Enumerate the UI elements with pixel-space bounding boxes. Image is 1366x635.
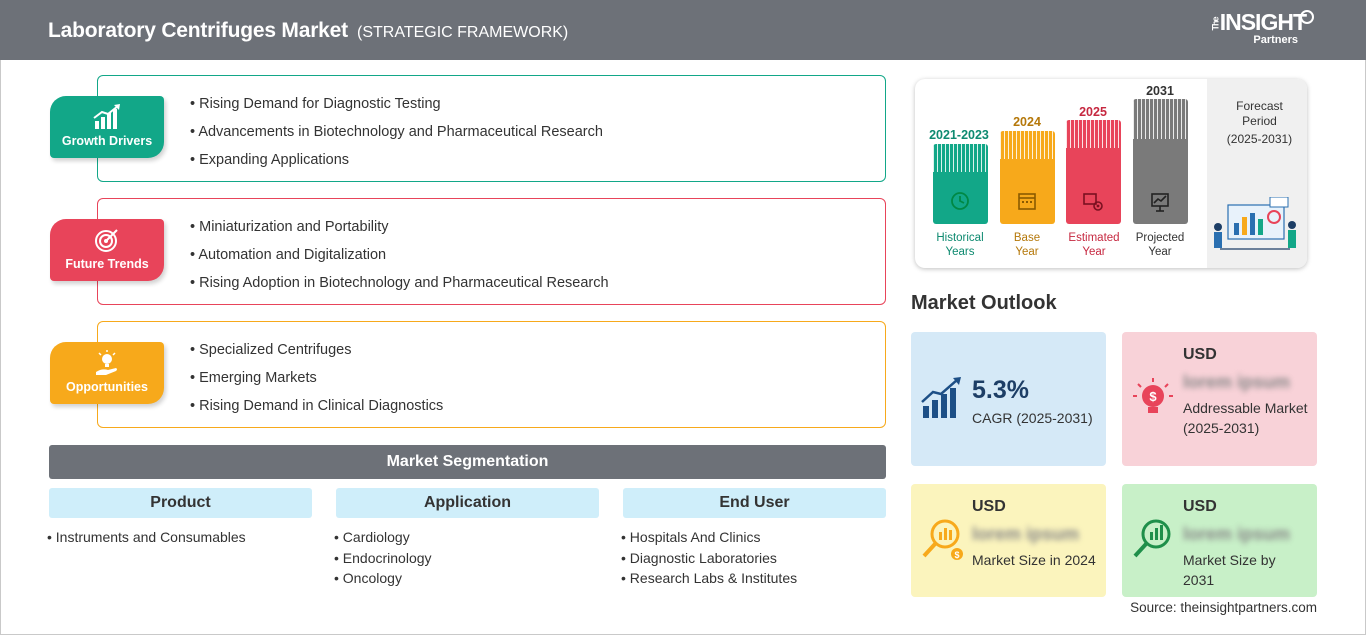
clock-history-icon: [951, 192, 969, 210]
page-title: Laboratory Centrifuges Market: [48, 19, 348, 42]
opportunities-badge: Opportunities: [50, 342, 164, 404]
future-trends-label: Future Trends: [65, 257, 149, 271]
cagr-value: 5.3%: [972, 376, 1029, 404]
idea-dollar-icon: $: [1133, 378, 1173, 413]
timeline-bar-base: [1000, 131, 1055, 224]
projection-board-icon: [1151, 193, 1169, 212]
segment-item: Hospitals And Clinics: [621, 527, 886, 548]
segment-heading: Product: [49, 488, 312, 518]
opportunity-item: Specialized Centrifuges: [190, 340, 443, 368]
cagr-card: 5.3% CAGR (2025-2031): [911, 332, 1106, 466]
timeline-year-historical: 2021-2023: [929, 128, 989, 142]
market-size-2024-card: $ USD lorem ipsum Market Size in 2024: [911, 484, 1106, 597]
growth-drivers-badge: Growth Drivers: [50, 96, 164, 158]
forecast-period-label: Forecast Period (2025-2031): [1226, 99, 1293, 146]
segment-product: Product Instruments and Consumables: [49, 488, 312, 548]
opportunity-item: Rising Demand in Clinical Diagnostics: [190, 396, 443, 424]
timeline-year-estimated: 2025: [1079, 105, 1107, 119]
size-2031-usd: USD: [1183, 498, 1217, 515]
source-credit[interactable]: Source: theinsightpartners.com: [1130, 600, 1317, 615]
page-subtitle: (STRATEGIC FRAMEWORK): [357, 24, 569, 41]
segment-end-user: End User Hospitals And Clinics Diagnosti…: [623, 488, 886, 589]
logo-the-text: The: [1210, 17, 1221, 31]
opportunities-box: Specialized Centrifuges Emerging Markets…: [97, 321, 886, 428]
market-segmentation-bar: Market Segmentation: [49, 445, 886, 479]
size-2024-desc: Market Size in 2024: [972, 552, 1096, 568]
future-trend-item: Automation and Digitalization: [190, 245, 609, 273]
logo-ring-icon: [1300, 10, 1314, 24]
addressable-desc: Addressable Market (2025-2031): [1183, 400, 1308, 436]
segment-item: Diagnostic Laboratories: [621, 548, 886, 569]
segment-item: Oncology: [334, 568, 599, 589]
addressable-blurred-value: lorem ipsum: [1183, 372, 1291, 392]
growth-chart-icon: [93, 104, 120, 129]
timeline-bar-projected: [1133, 99, 1188, 224]
opportunity-item: Emerging Markets: [190, 368, 443, 396]
logo-main-text: INSIGHT: [1219, 9, 1307, 35]
segment-item: Research Labs & Institutes: [621, 568, 886, 589]
growth-drivers-label: Growth Drivers: [61, 134, 153, 148]
future-trend-item: Rising Adoption in Biotechnology and Pha…: [190, 273, 608, 301]
target-icon: [95, 229, 118, 252]
segment-heading: Application: [336, 488, 599, 518]
svg-text:$: $: [954, 550, 959, 560]
market-outlook-title: Market Outlook: [911, 292, 1057, 314]
addressable-market-card: $ USD lorem ipsum Addressable Market (20…: [1122, 332, 1317, 466]
size-2024-blurred-value: lorem ipsum: [972, 524, 1080, 544]
calendar-icon: [1018, 193, 1036, 210]
header-bar: Laboratory Centrifuges Market (STRATEGIC…: [0, 0, 1366, 60]
timeline-bar-estimated: [1066, 120, 1121, 224]
market-size-2031-card: USD lorem ipsum Market Size by 2031: [1122, 484, 1317, 597]
segment-item: Instruments and Consumables: [47, 527, 312, 548]
segment-application: Application Cardiology Endocrinology Onc…: [336, 488, 599, 589]
magnifier-chart-icon: $: [922, 519, 963, 560]
timeline-year-projected: 2031: [1146, 84, 1174, 98]
growth-driver-item: Advancements in Biotechnology and Pharma…: [190, 122, 603, 150]
insight-partners-logo[interactable]: TheINSIGHT Partners: [1209, 9, 1314, 46]
segment-heading: End User: [623, 488, 886, 518]
future-trend-item: Miniaturization and Portability: [190, 217, 609, 245]
growth-driver-item: Expanding Applications: [190, 150, 603, 178]
segment-item: Cardiology: [334, 527, 599, 548]
estimate-gear-icon: [1083, 193, 1103, 211]
bar-growth-icon: [921, 377, 961, 418]
size-2031-desc: Market Size by 2031: [1183, 552, 1276, 588]
cagr-desc: CAGR (2025-2031): [972, 410, 1093, 426]
size-2031-blurred-value: lorem ipsum: [1183, 524, 1291, 544]
magnifier-growth-icon: [1133, 519, 1171, 558]
timeline-bar-historical: [933, 144, 988, 224]
growth-driver-item: Rising Demand for Diagnostic Testing: [190, 94, 603, 122]
addressable-usd: USD: [1183, 346, 1217, 363]
growth-drivers-box: Rising Demand for Diagnostic Testing Adv…: [97, 75, 886, 182]
svg-text:$: $: [1149, 389, 1157, 404]
size-2024-usd: USD: [972, 498, 1006, 515]
analytics-people-icon: [1214, 197, 1296, 250]
opportunities-label: Opportunities: [66, 380, 148, 394]
future-trends-badge: Future Trends: [50, 219, 164, 281]
segment-item: Endocrinology: [334, 548, 599, 569]
timeline-year-base: 2024: [1013, 115, 1041, 129]
lightbulb-hand-icon: [96, 350, 117, 375]
logo-sub-text: Partners: [1253, 33, 1298, 46]
future-trends-box: Miniaturization and Portability Automati…: [97, 198, 886, 305]
